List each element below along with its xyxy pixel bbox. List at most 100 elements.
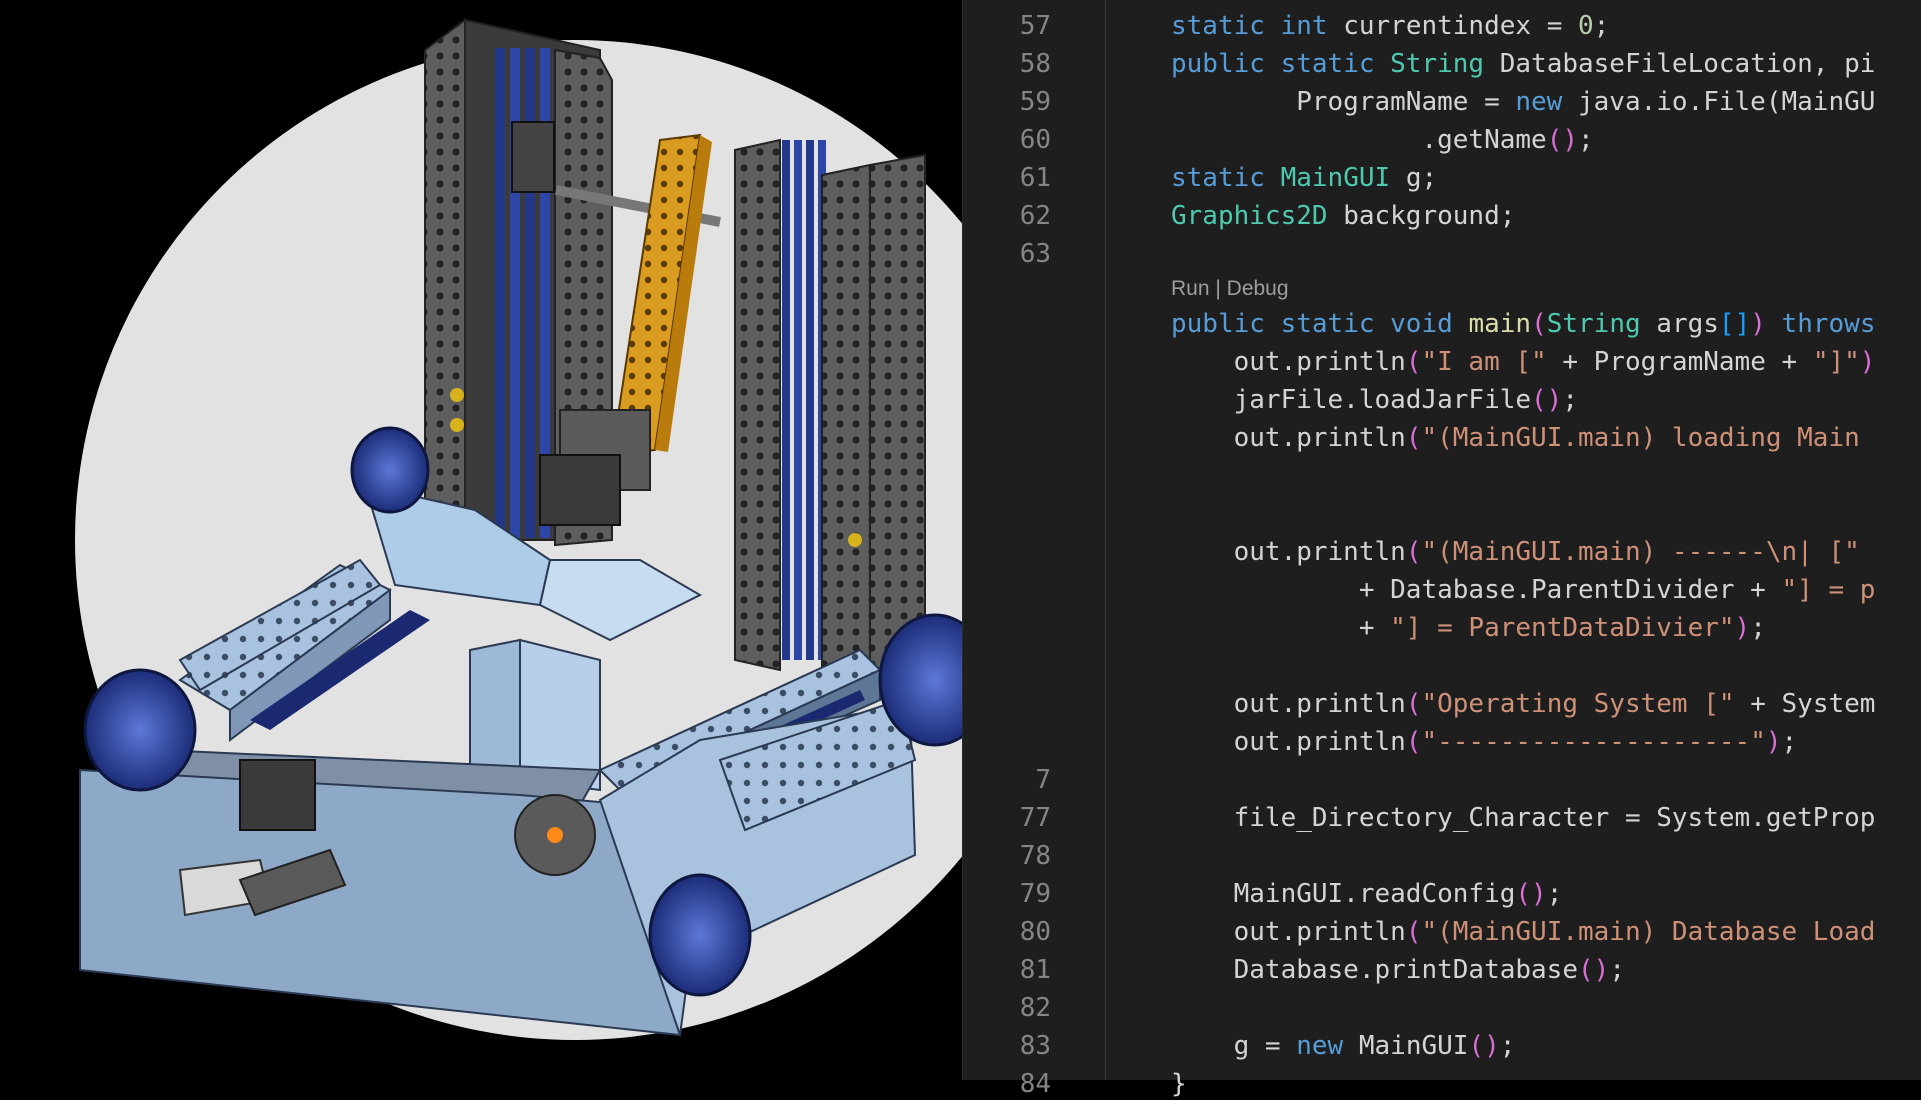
code-token: () xyxy=(1531,385,1563,415)
code-token: ; xyxy=(1578,125,1594,155)
code-token: ) xyxy=(1859,347,1876,377)
code-token: ; xyxy=(1609,955,1625,985)
code-token: out.println xyxy=(1171,727,1406,757)
code-token: static xyxy=(1280,49,1391,79)
code-token: () xyxy=(1546,125,1578,155)
code-token: "I am [" xyxy=(1421,347,1547,377)
code-token: ( xyxy=(1405,537,1422,567)
code-token: out.println xyxy=(1171,347,1406,377)
code-token: + ProgramName + xyxy=(1546,347,1813,377)
code-token: public xyxy=(1171,309,1281,339)
code-token: ( xyxy=(1405,423,1422,453)
code-token: () xyxy=(1468,1031,1500,1061)
codelens-run-link[interactable]: Run xyxy=(1171,277,1210,300)
line-number: 80 xyxy=(1019,917,1051,947)
codelens-debug-link[interactable]: Debug xyxy=(1226,277,1289,300)
code-token: static xyxy=(1280,309,1391,339)
code-token: () xyxy=(1515,879,1547,909)
code-token: "--------------------" xyxy=(1421,727,1766,757)
chassis-base xyxy=(79,558,917,1037)
code-line[interactable]: Database.printDatabase(); xyxy=(1171,954,1625,986)
code-line[interactable]: out.println("--------------------"); xyxy=(1171,726,1798,758)
code-token: ; xyxy=(1593,11,1610,41)
code-token: g = xyxy=(1171,1031,1297,1061)
line-number: 63 xyxy=(1019,239,1051,269)
line-number: 84 xyxy=(1019,1069,1051,1099)
code-line[interactable]: + "] = ParentDataDivier"); xyxy=(1171,612,1766,644)
line-number: 61 xyxy=(1019,163,1051,193)
code-line[interactable]: g = new MainGUI(); xyxy=(1171,1030,1516,1062)
line-number: 60 xyxy=(1019,125,1051,155)
code-token: } xyxy=(1171,1069,1187,1099)
code-line[interactable]: .getName(); xyxy=(1171,124,1594,156)
code-token: ) xyxy=(1750,309,1766,339)
codelens-separator: | xyxy=(1209,277,1227,300)
code-line[interactable]: + Database.ParentDivider + "] = p xyxy=(1171,574,1876,606)
code-token: static xyxy=(1171,163,1281,193)
code-token: args xyxy=(1656,309,1719,339)
code-line[interactable]: static int currentindex = 0; xyxy=(1171,10,1609,42)
code-token: new xyxy=(1296,1031,1359,1061)
code-token: ProgramName = xyxy=(1171,87,1516,117)
code-token: ( xyxy=(1405,727,1422,757)
code-token: out.println xyxy=(1171,917,1406,947)
code-token: Graphics2D xyxy=(1171,201,1344,231)
cad-model-viewport[interactable] xyxy=(0,0,1100,1080)
code-line[interactable]: out.println("Operating System [" + Syste… xyxy=(1171,688,1876,720)
right-tower xyxy=(734,138,926,712)
code-line[interactable]: out.println("I am [" + ProgramName + "]"… xyxy=(1171,346,1876,378)
code-token: ( xyxy=(1531,309,1547,339)
line-number: 78 xyxy=(1019,841,1051,871)
code-token: ) xyxy=(1765,727,1782,757)
code-token: ) xyxy=(1734,613,1751,643)
code-line[interactable]: out.println("(MainGUI.main) ------\n| [" xyxy=(1171,536,1875,568)
code-token: ; xyxy=(1499,1031,1516,1061)
code-token: + System xyxy=(1734,689,1876,719)
code-token: java.io.File(MainGU xyxy=(1578,87,1876,117)
code-line[interactable]: out.println("(MainGUI.main) Database Loa… xyxy=(1171,916,1876,948)
code-line[interactable]: public static String DatabaseFileLocatio… xyxy=(1171,48,1875,80)
code-token: MainGUI xyxy=(1358,1031,1469,1061)
code-line[interactable]: static MainGUI g; xyxy=(1171,162,1437,194)
code-token: .getName xyxy=(1171,125,1547,155)
code-token: main xyxy=(1468,309,1532,339)
code-line[interactable]: } xyxy=(1171,1068,1187,1100)
code-line[interactable]: Graphics2D background; xyxy=(1171,200,1515,232)
code-token: + Database.ParentDivider + xyxy=(1171,575,1782,605)
code-line[interactable]: file_Directory_Character = System.getPro… xyxy=(1171,802,1876,834)
code-token: + xyxy=(1171,613,1391,643)
code-token xyxy=(1766,309,1782,339)
code-token: "]" xyxy=(1812,347,1860,377)
code-token: Database.printDatabase xyxy=(1171,955,1578,985)
code-token: ; xyxy=(1546,879,1563,909)
code-token: ( xyxy=(1405,689,1422,719)
code-token: 0 xyxy=(1578,11,1594,41)
code-token: public xyxy=(1171,49,1281,79)
code-line[interactable]: ProgramName = new java.io.File(MainGU xyxy=(1171,86,1875,118)
line-number: 57 xyxy=(1019,11,1051,41)
code-line[interactable]: public static void main(String args[]) t… xyxy=(1171,308,1875,340)
code-token: MainGUI xyxy=(1280,163,1406,193)
code-token: ; xyxy=(1750,613,1766,643)
code-line[interactable]: MainGUI.readConfig(); xyxy=(1171,878,1563,910)
line-number: 79 xyxy=(1019,879,1051,909)
indent-guide xyxy=(1105,0,1106,1080)
code-token: DatabaseFileLocation, pi xyxy=(1499,49,1876,79)
code-token: "] = ParentDataDivier" xyxy=(1390,613,1735,643)
code-token: ( xyxy=(1405,917,1422,947)
code-token: jarFile.loadJarFile xyxy=(1171,385,1532,415)
code-token: throws xyxy=(1781,309,1876,339)
code-token: "(MainGUI.main) loading Main xyxy=(1421,423,1876,453)
line-number: 59 xyxy=(1019,87,1051,117)
line-number: 58 xyxy=(1019,49,1051,79)
code-token: out.println xyxy=(1171,689,1406,719)
line-number: 7 xyxy=(1035,765,1051,795)
line-number: 77 xyxy=(1019,803,1051,833)
code-line[interactable]: jarFile.loadJarFile(); xyxy=(1171,384,1578,416)
code-line[interactable]: out.println("(MainGUI.main) loading Main xyxy=(1171,422,1875,454)
code-token: static xyxy=(1171,11,1281,41)
code-token: void xyxy=(1390,309,1469,339)
code-token: String xyxy=(1546,309,1657,339)
